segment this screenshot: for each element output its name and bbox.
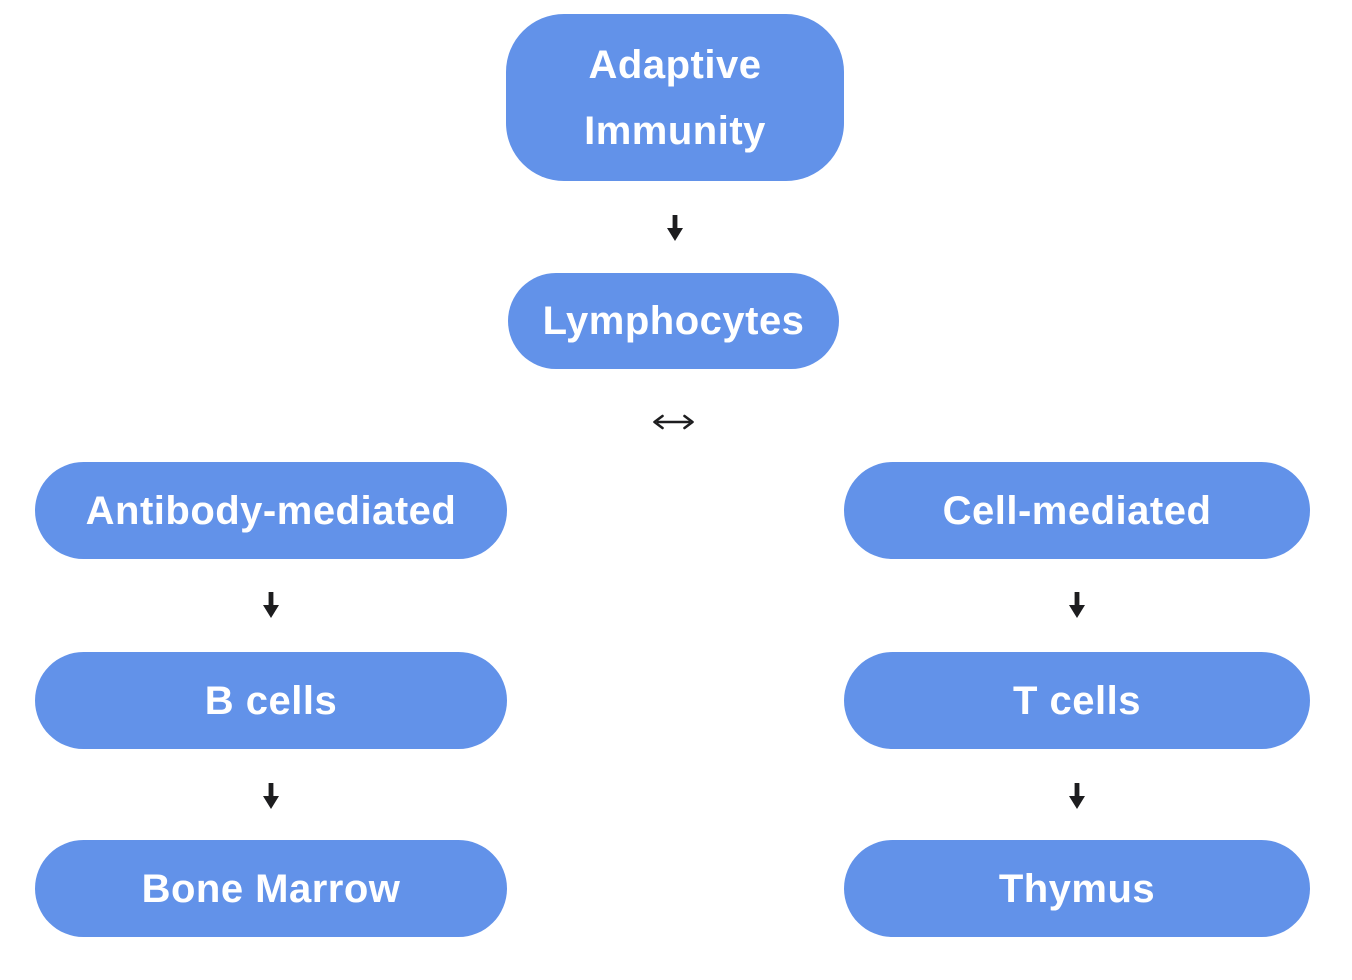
node-cell-mediated-label: Cell-mediated bbox=[942, 488, 1212, 533]
node-antibody-mediated: Antibody-mediated bbox=[35, 462, 507, 559]
node-bone-marrow: Bone Marrow bbox=[35, 840, 507, 937]
node-adaptive-immunity: Adaptive Immunity bbox=[506, 14, 844, 181]
node-lymphocytes: Lymphocytes bbox=[508, 273, 839, 369]
node-cell-mediated: Cell-mediated bbox=[844, 462, 1310, 559]
node-b-cells: B cells bbox=[35, 652, 507, 749]
down-arrow-icon-antibody-to-bcells bbox=[263, 592, 279, 618]
node-thymus: Thymus bbox=[844, 840, 1310, 937]
node-b-cells-label: B cells bbox=[204, 678, 338, 723]
node-thymus-label: Thymus bbox=[998, 866, 1156, 911]
node-bone-marrow-label: Bone Marrow bbox=[141, 866, 401, 911]
double-arrow-icon-branch-split bbox=[651, 414, 696, 430]
node-antibody-mediated-label: Antibody-mediated bbox=[85, 488, 457, 533]
down-arrow-icon-cellmediated-to-tcells bbox=[1069, 592, 1085, 618]
down-arrow-icon-adaptive-to-lymphocytes bbox=[667, 215, 683, 241]
node-t-cells: T cells bbox=[844, 652, 1310, 749]
down-arrow-icon-tcells-to-thymus bbox=[1069, 783, 1085, 809]
node-t-cells-label: T cells bbox=[1012, 678, 1141, 723]
node-lymphocytes-label: Lymphocytes bbox=[542, 299, 805, 343]
node-adaptive-immunity-label: Adaptive Immunity bbox=[584, 42, 766, 153]
down-arrow-icon-bcells-to-bonemarrow bbox=[263, 783, 279, 809]
